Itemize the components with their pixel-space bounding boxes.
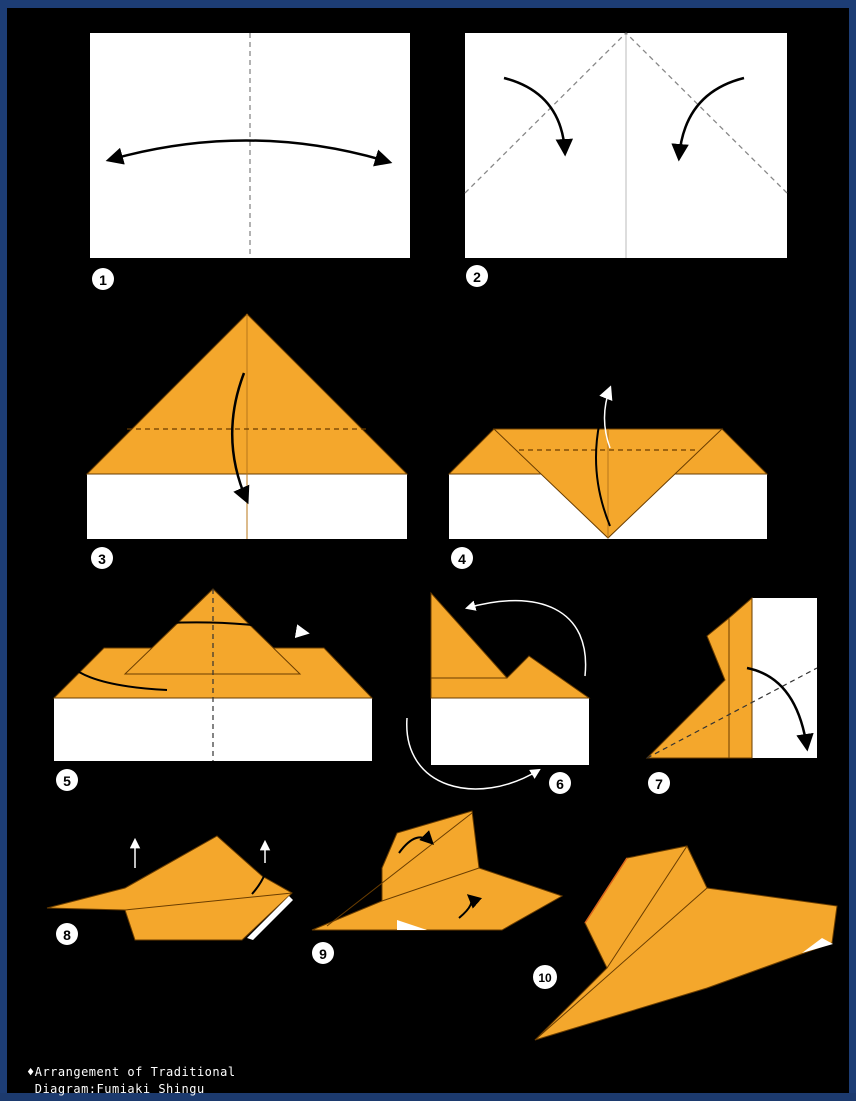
paper-sheet bbox=[752, 598, 817, 758]
fold-arrow-top bbox=[398, 830, 434, 854]
fold-edge bbox=[584, 857, 628, 924]
fold-down-arrow bbox=[746, 666, 814, 752]
step-3 bbox=[85, 313, 409, 539]
step-5 bbox=[52, 588, 374, 761]
white-edge bbox=[397, 920, 427, 930]
fold-down-arrow bbox=[231, 372, 250, 505]
step-marker-9: 9 bbox=[312, 942, 334, 964]
fold-edge bbox=[326, 812, 473, 927]
step-marker-10: 10 bbox=[533, 965, 557, 989]
step-number: 4 bbox=[458, 551, 466, 567]
step-number: 6 bbox=[556, 776, 564, 792]
rotate-arrow-bottom bbox=[406, 717, 541, 790]
plane-body bbox=[46, 835, 293, 941]
step-number: 7 bbox=[655, 776, 663, 792]
fold-arrow-bottom bbox=[458, 894, 483, 919]
step-markers: 1 2 3 4 5 6 7 8 bbox=[56, 265, 670, 989]
step-1 bbox=[90, 33, 410, 258]
plane-body bbox=[534, 845, 838, 1041]
fold-arrow-left bbox=[503, 76, 574, 157]
fold-edge bbox=[124, 892, 293, 911]
fold-up-arrow bbox=[595, 385, 613, 527]
step-6 bbox=[406, 591, 591, 790]
step-marker-5: 5 bbox=[56, 769, 78, 791]
fold-arrow-right bbox=[671, 76, 745, 162]
step-marker-1: 1 bbox=[92, 268, 114, 290]
step-number: 9 bbox=[319, 946, 327, 962]
fold-edge bbox=[606, 845, 688, 969]
step-marker-8: 8 bbox=[56, 923, 78, 945]
step-marker-3: 3 bbox=[91, 547, 113, 569]
fold-edge bbox=[381, 867, 480, 902]
folding-diagram: 1 2 3 4 5 6 7 8 bbox=[46, 32, 838, 1041]
step-9 bbox=[311, 810, 564, 931]
plane-body bbox=[311, 810, 564, 931]
step-8 bbox=[46, 835, 293, 941]
step-number: 5 bbox=[63, 773, 71, 789]
rotate-arrow-top bbox=[464, 599, 587, 677]
step-marker-6: 6 bbox=[549, 772, 571, 794]
step-marker-2: 2 bbox=[466, 265, 488, 287]
step-2 bbox=[464, 32, 788, 258]
fold-up-arrow-outline bbox=[603, 387, 611, 449]
credit-line-arrangement: ♦Arrangement of Traditional bbox=[27, 1065, 236, 1079]
step-number: 1 bbox=[99, 272, 107, 288]
step-4 bbox=[447, 385, 769, 539]
valley-fold-line bbox=[464, 32, 627, 194]
unfold-arrow bbox=[105, 139, 393, 167]
step-10 bbox=[534, 845, 838, 1041]
folded-layers bbox=[645, 596, 753, 759]
credit-line-diagram: Diagram:Fumiaki Shingu bbox=[27, 1082, 205, 1096]
step-number: 2 bbox=[473, 269, 481, 285]
step-number: 8 bbox=[63, 927, 71, 943]
step-7 bbox=[645, 596, 818, 759]
fold-edge bbox=[534, 887, 708, 1041]
white-edge bbox=[802, 938, 833, 953]
step-number: 3 bbox=[98, 551, 106, 567]
paper-sheet bbox=[431, 698, 589, 765]
rotate-arrow bbox=[66, 621, 310, 691]
folded-half bbox=[430, 591, 591, 699]
step-marker-7: 7 bbox=[648, 772, 670, 794]
valley-fold-line bbox=[625, 32, 788, 194]
step-number: 10 bbox=[538, 971, 552, 985]
step-marker-4: 4 bbox=[451, 547, 473, 569]
white-edge bbox=[247, 896, 293, 940]
